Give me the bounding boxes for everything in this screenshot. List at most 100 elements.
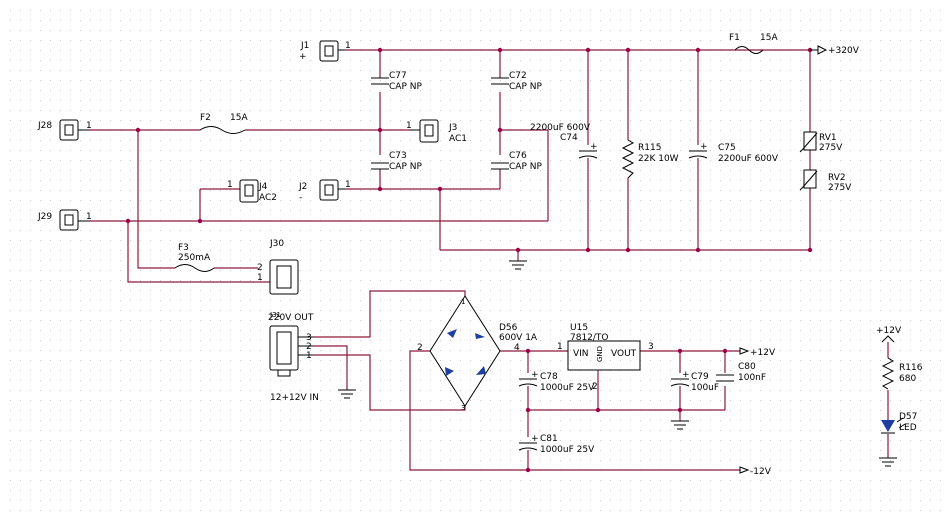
svg-text:U15: U15 bbox=[570, 323, 588, 333]
svg-text:R116: R116 bbox=[899, 363, 923, 373]
svg-text:7812/TO: 7812/TO bbox=[570, 333, 609, 343]
connector-j3: J3 AC1 1 bbox=[406, 119, 467, 144]
connector-j31: J31 220V OUT 12+12V IN 3 2 1 bbox=[268, 311, 319, 403]
svg-text:+: + bbox=[590, 142, 598, 152]
capacitor-c80: C80 100nF bbox=[716, 362, 766, 383]
svg-text:1000uF 25V: 1000uF 25V bbox=[540, 445, 595, 455]
svg-text:GND: GND bbox=[596, 346, 604, 362]
capacitor-c81: + C81 1000uF 25V bbox=[518, 434, 595, 455]
svg-text:1: 1 bbox=[86, 212, 92, 222]
svg-text:1: 1 bbox=[86, 121, 92, 131]
svg-text:C75: C75 bbox=[718, 143, 736, 153]
capacitor-c74: + 2200uF 600V C74 bbox=[530, 123, 598, 159]
port-320v: +320V bbox=[810, 45, 860, 56]
ground-symbol bbox=[338, 260, 897, 467]
svg-text:250mA: 250mA bbox=[178, 253, 211, 263]
svg-text:J4: J4 bbox=[258, 182, 268, 192]
svg-text:C81: C81 bbox=[540, 434, 558, 444]
svg-text:3: 3 bbox=[306, 333, 312, 343]
svg-text:-: - bbox=[299, 193, 302, 203]
svg-text:2: 2 bbox=[306, 342, 312, 352]
svg-text:1: 1 bbox=[306, 351, 312, 361]
resistor-r115: R115 22K 10W bbox=[621, 139, 679, 179]
svg-text:RV1: RV1 bbox=[819, 133, 837, 143]
capacitor-c72: C72 CAP NP bbox=[491, 71, 542, 92]
wires-lv bbox=[313, 290, 889, 471]
connector-j28: J28 1 bbox=[37, 119, 92, 141]
svg-text:C73: C73 bbox=[389, 151, 407, 161]
svg-text:CAP NP: CAP NP bbox=[509, 82, 542, 92]
capacitor-c78: + C78 1000uF 25V bbox=[518, 370, 595, 393]
svg-text:2: 2 bbox=[257, 263, 263, 273]
svg-text:+: + bbox=[531, 434, 539, 444]
svg-text:2200uF 600V: 2200uF 600V bbox=[718, 154, 779, 164]
connector-j4: J4 AC2 1 bbox=[227, 179, 277, 203]
svg-text:C74: C74 bbox=[560, 133, 578, 143]
connector-j29: J29 1 bbox=[37, 209, 92, 231]
svg-text:VOUT: VOUT bbox=[611, 349, 637, 359]
svg-text:1: 1 bbox=[406, 121, 412, 131]
svg-text:C77: C77 bbox=[389, 71, 407, 81]
svg-text:+: + bbox=[700, 142, 708, 152]
svg-text:J1: J1 bbox=[300, 41, 309, 51]
svg-text:2200uF 600V: 2200uF 600V bbox=[530, 123, 591, 133]
svg-text:C72: C72 bbox=[509, 71, 527, 81]
svg-text:1: 1 bbox=[345, 41, 351, 51]
svg-text:LED: LED bbox=[899, 423, 917, 433]
svg-text:C76: C76 bbox=[509, 151, 527, 161]
svg-text:275V: 275V bbox=[819, 143, 843, 153]
svg-text:+12V: +12V bbox=[750, 348, 776, 358]
svg-text:4: 4 bbox=[514, 343, 520, 353]
svg-text:1000uF 25V: 1000uF 25V bbox=[540, 383, 595, 393]
svg-text:CAP NP: CAP NP bbox=[389, 82, 422, 92]
svg-text:12+12V IN: 12+12V IN bbox=[270, 393, 319, 403]
regulator-u15: U15 7812/TO VIN VOUT GND 1 2 3 bbox=[557, 323, 654, 392]
svg-text:220V OUT: 220V OUT bbox=[268, 313, 314, 323]
capacitor-c76: C76 CAP NP bbox=[491, 151, 542, 172]
svg-text:600V 1A: 600V 1A bbox=[499, 333, 538, 343]
svg-text:2: 2 bbox=[417, 343, 423, 353]
fuse-f3: F3 250mA bbox=[174, 243, 215, 272]
svg-text:C79: C79 bbox=[691, 372, 709, 382]
svg-text:AC1: AC1 bbox=[449, 134, 467, 144]
svg-text:D57: D57 bbox=[899, 412, 917, 422]
svg-text:J29: J29 bbox=[37, 212, 52, 222]
svg-text:100nF: 100nF bbox=[738, 373, 766, 383]
svg-text:22K 10W: 22K 10W bbox=[638, 154, 679, 164]
capacitor-c79: + C79 100uF bbox=[670, 370, 719, 393]
svg-text:C80: C80 bbox=[738, 362, 756, 372]
svg-text:C78: C78 bbox=[540, 372, 558, 382]
svg-text:680: 680 bbox=[899, 374, 916, 384]
junctions bbox=[125, 47, 813, 473]
svg-text:15A: 15A bbox=[760, 33, 778, 43]
svg-text:3: 3 bbox=[461, 404, 465, 412]
svg-text:J28: J28 bbox=[37, 121, 52, 131]
svg-text:+: + bbox=[531, 370, 539, 380]
svg-text:-12V: -12V bbox=[750, 467, 772, 477]
svg-text:+: + bbox=[299, 52, 307, 62]
svg-text:2: 2 bbox=[592, 382, 598, 392]
svg-text:F1: F1 bbox=[729, 33, 740, 43]
svg-text:3: 3 bbox=[648, 342, 654, 352]
connector-j2: J2 - 1 bbox=[298, 179, 351, 203]
wires-hv bbox=[90, 49, 811, 283]
svg-text:275V: 275V bbox=[828, 183, 852, 193]
svg-text:+: + bbox=[682, 370, 690, 380]
svg-text:100uF: 100uF bbox=[691, 383, 719, 393]
svg-text:AC2: AC2 bbox=[259, 193, 277, 203]
svg-text:RV2: RV2 bbox=[828, 173, 846, 183]
svg-text:15A: 15A bbox=[230, 113, 248, 123]
svg-text:J30: J30 bbox=[269, 239, 284, 249]
port-p12v: +12V bbox=[739, 347, 776, 358]
connector-j1: J1 + 1 bbox=[299, 40, 351, 62]
svg-text:1: 1 bbox=[227, 180, 233, 190]
svg-text:+320V: +320V bbox=[828, 46, 860, 56]
svg-text:+12V: +12V bbox=[876, 326, 902, 336]
svg-text:1: 1 bbox=[461, 298, 465, 306]
connector-j30: J30 2 1 bbox=[257, 239, 299, 295]
bridge-rectifier-d56: D56 600V 1A 1 2 3 4 bbox=[417, 295, 538, 412]
varistor-rv1: RV1 275V bbox=[799, 131, 843, 153]
port-m12v: -12V bbox=[739, 466, 772, 477]
